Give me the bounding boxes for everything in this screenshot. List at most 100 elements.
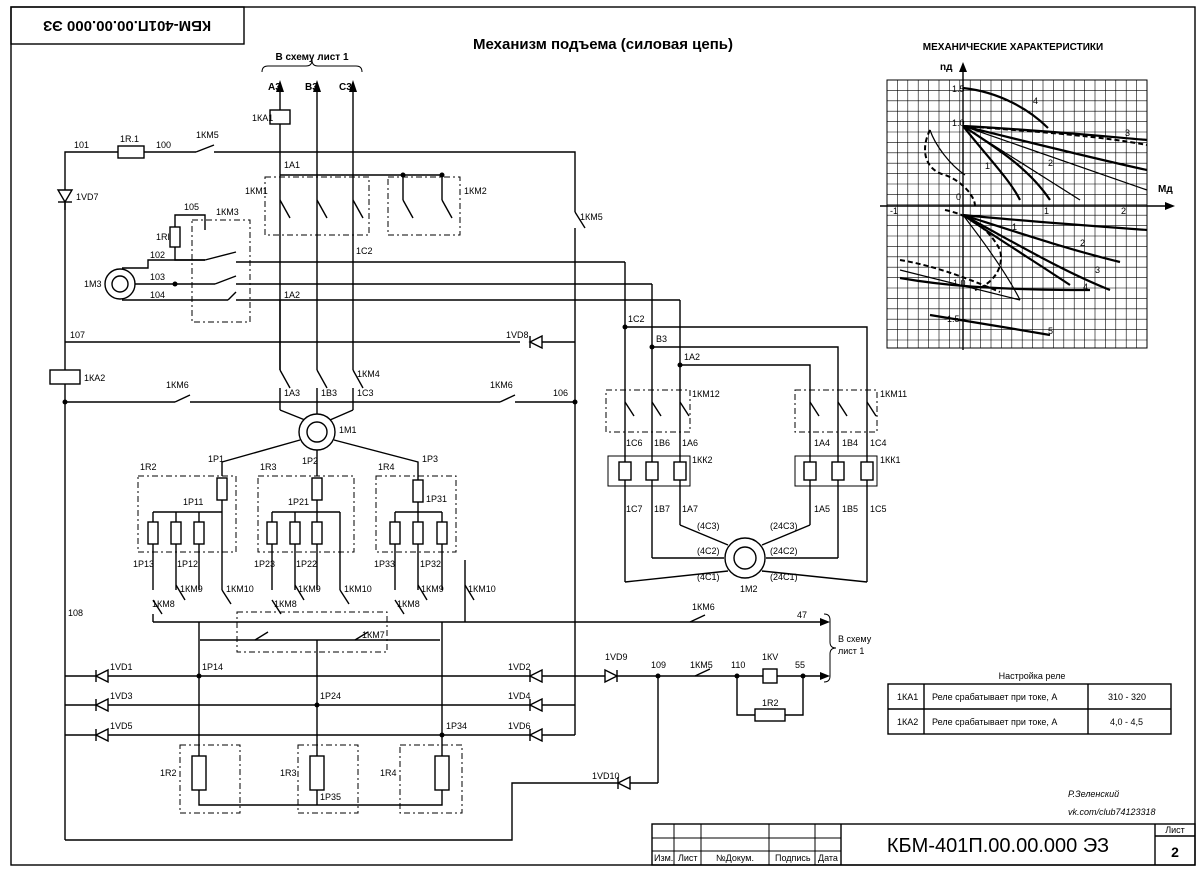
label-c5: 1С5 xyxy=(870,504,887,514)
curve-label-4a: 4 xyxy=(1033,96,1038,106)
curve-label-2a: 2 xyxy=(1048,158,1053,168)
tick-m1: -1 xyxy=(890,206,898,216)
tick-15: 1.5 xyxy=(952,84,965,94)
resistor-group-r4: 1R4 1Р31 1Р33 1Р32 xyxy=(374,462,457,590)
label-104: 104 xyxy=(150,290,165,300)
to-sheet-right-2: лист 1 xyxy=(838,646,864,656)
label-vd7: 1VD7 xyxy=(76,192,99,202)
tb-col-sign: Подпись xyxy=(775,853,811,863)
label-km10-a: 1КМ10 xyxy=(226,584,254,594)
label-kk1: 1КК1 xyxy=(880,455,901,465)
label-r4: 1R4 xyxy=(378,462,395,472)
label-a1: 1A1 xyxy=(284,160,300,170)
doc-code-box xyxy=(10,6,245,45)
tb-col-list: Лист xyxy=(678,853,698,863)
label-a7: 1A7 xyxy=(682,504,698,514)
curve-label-1b: 1 xyxy=(1012,222,1017,232)
x-axis-label: Mд xyxy=(1158,184,1173,195)
label-r2-small: 1R2 xyxy=(762,698,779,708)
to-sheet-top: В схему лист 1 xyxy=(275,52,349,63)
label-vd5: 1VD5 xyxy=(110,721,133,731)
relay-row2-value: 4,0 - 4,5 xyxy=(1110,717,1143,727)
resistor-group-r2: 1R2 1Р11 1Р13 1Р12 xyxy=(133,462,237,590)
label-b5: 1В5 xyxy=(842,504,858,514)
label-km5-b: 1КМ5 xyxy=(580,212,603,222)
label-c4: 1С4 xyxy=(870,438,887,448)
label-p12: 1Р12 xyxy=(177,559,198,569)
label-vd8: 1VD8 xyxy=(506,330,529,340)
label-km11: 1КМ11 xyxy=(880,389,907,399)
graph-title: МЕХАНИЧЕСКИЕ ХАРАКТЕРИСТИКИ xyxy=(923,42,1103,53)
tb-col-doc: №Докум. xyxy=(716,853,754,863)
label-a2-b: 1A2 xyxy=(684,352,700,362)
tb-col-izm: Изм. xyxy=(654,853,673,863)
label-r3-b: 1R3 xyxy=(280,768,297,778)
tick-1: 1 xyxy=(1044,206,1049,216)
label-p21: 1Р21 xyxy=(288,497,309,507)
label-ka2: 1КА2 xyxy=(84,373,105,383)
resistor-r2-small xyxy=(754,708,786,722)
title-block: Изм. Лист №Докум. Подпись Дата КБМ-401П.… xyxy=(651,823,1196,866)
label-p3: 1Р3 xyxy=(422,454,438,464)
label-110: 110 xyxy=(731,660,745,670)
diode-vd10 xyxy=(616,775,631,791)
label-km8-a: 1КМ8 xyxy=(152,599,175,609)
label-105: 105 xyxy=(184,202,199,212)
label-km10-b: 1КМ10 xyxy=(344,584,372,594)
label-vd9: 1VD9 xyxy=(605,652,628,662)
relay-table: Настройка реле 1КА1 Реле срабатывает при… xyxy=(887,671,1172,735)
tick-2: 2 xyxy=(1121,206,1126,216)
label-m1: 1М1 xyxy=(339,425,357,435)
label-b4: 1В4 xyxy=(842,438,858,448)
label-ka1: 1КА1 xyxy=(252,113,273,123)
label-b3: 1В3 xyxy=(321,388,337,398)
label-vd2: 1VD2 xyxy=(508,662,531,672)
label-c3: 1С3 xyxy=(357,388,374,398)
diode-vd9 xyxy=(604,668,619,684)
label-a6: 1A6 xyxy=(682,438,698,448)
tick-10: 1.0 xyxy=(952,118,965,128)
label-p33: 1Р33 xyxy=(374,559,395,569)
curve-label-1a: 1 xyxy=(985,161,990,171)
label-vd3: 1VD3 xyxy=(110,691,133,701)
label-108: 108 xyxy=(68,608,83,618)
label-b7: 1В7 xyxy=(654,504,670,514)
tick-0: 0 xyxy=(956,192,961,202)
relay-kv xyxy=(762,668,778,684)
km1-frame xyxy=(264,176,370,236)
label-24c1: (24С1) xyxy=(770,572,798,582)
label-c6: 1С6 xyxy=(626,438,643,448)
label-m2: 1М2 xyxy=(740,584,758,594)
label-km8-b: 1КМ8 xyxy=(274,599,297,609)
label-p24: 1Р24 xyxy=(320,691,341,701)
relay-ka2 xyxy=(49,369,81,385)
relay-row1-desc: Реле срабатывает при токе, А xyxy=(932,692,1057,702)
tb-sheet-label: Лист xyxy=(1165,825,1185,835)
diode-vd8 xyxy=(528,334,543,350)
to-sheet-right-1: В схему xyxy=(838,634,872,644)
label-p23: 1Р23 xyxy=(254,559,275,569)
label-m3: 1М3 xyxy=(84,279,102,289)
motor-1m2-circuit: 1С2 В3 1A2 1КМ12 1КМ11 1С6 1В6 1A6 1A4 1… xyxy=(605,262,907,594)
control-line-top: 101 1R.1 100 1КМ5 xyxy=(64,130,576,212)
label-km6-b: 1КМ6 xyxy=(490,380,513,390)
label-p32: 1Р32 xyxy=(420,559,441,569)
relay-row2-id: 1КА2 xyxy=(897,717,918,727)
label-55: 55 xyxy=(795,660,805,670)
label-p14: 1Р14 xyxy=(202,662,223,672)
label-km7: 1КМ7 xyxy=(362,630,385,640)
km2-frame xyxy=(387,176,461,236)
label-103: 103 xyxy=(150,272,165,282)
label-km12: 1КМ12 xyxy=(692,389,720,399)
label-4c2: (4С2) xyxy=(697,546,720,556)
label-p1: 1Р1 xyxy=(208,454,224,464)
label-p35: 1Р35 xyxy=(320,792,341,802)
label-24c2: (24С2) xyxy=(770,546,798,556)
y-axis-label: nд xyxy=(940,62,953,73)
diode-vd7 xyxy=(56,189,74,204)
label-r3: 1R3 xyxy=(260,462,277,472)
label-b6: 1В6 xyxy=(654,438,670,448)
mech-graph: МЕХАНИЧЕСКИЕ ХАРАКТЕРИСТИКИ nд Mд 1.5 1.… xyxy=(880,42,1175,350)
label-c2: 1С2 xyxy=(356,246,373,256)
relay-table-title: Настройка реле xyxy=(999,671,1066,681)
